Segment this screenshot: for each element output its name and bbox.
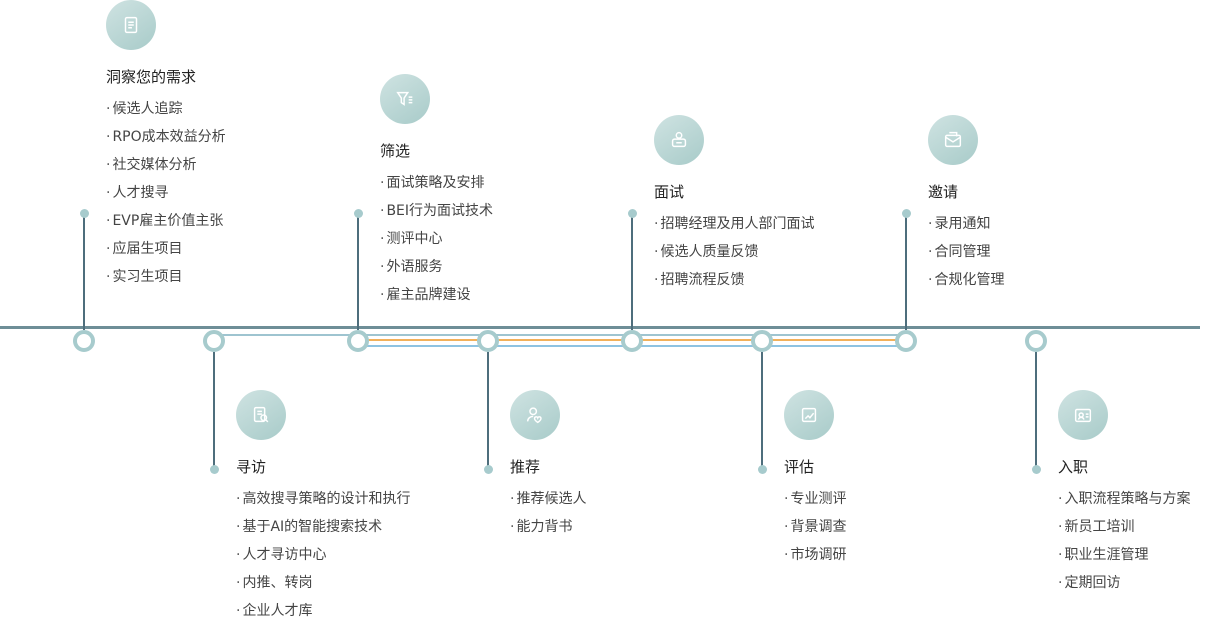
stage-title: 入职 bbox=[1058, 458, 1089, 476]
connector-line bbox=[213, 352, 215, 468]
list-item: 市场调研 bbox=[784, 541, 846, 569]
envelope-icon bbox=[928, 115, 978, 165]
list-item: 社交媒体分析 bbox=[106, 151, 226, 179]
list-item: BEI行为面试技术 bbox=[380, 197, 493, 225]
stage-item-list: 录用通知 合同管理 合规化管理 bbox=[928, 210, 1004, 294]
connector-dot bbox=[1032, 465, 1041, 474]
timeline-node bbox=[621, 330, 643, 352]
stage-item-list: 候选人追踪 RPO成本效益分析 社交媒体分析 人才搜寻 EVP雇主价值主张 应届… bbox=[106, 95, 226, 291]
list-item: 候选人追踪 bbox=[106, 95, 226, 123]
timeline-node bbox=[1025, 330, 1047, 352]
stage-onboarding: 入职 入职流程策略与方案 新员工培训 职业生涯管理 定期回访 bbox=[1058, 390, 1190, 597]
connector-dot bbox=[902, 209, 911, 218]
list-item: 入职流程策略与方案 bbox=[1058, 485, 1190, 513]
filter-icon bbox=[380, 74, 430, 124]
list-item: 招聘经理及用人部门面试 bbox=[654, 210, 814, 238]
list-item: 企业人才库 bbox=[236, 597, 410, 625]
connector-dot bbox=[210, 465, 219, 474]
list-item: 推荐候选人 bbox=[510, 485, 586, 513]
timeline-main-line bbox=[0, 326, 1200, 329]
timeline-band-teal bbox=[214, 334, 906, 336]
stage-title: 邀请 bbox=[928, 183, 959, 201]
list-item: 专业测评 bbox=[784, 485, 846, 513]
list-item: 面试策略及安排 bbox=[380, 169, 493, 197]
stage-item-list: 招聘经理及用人部门面试 候选人质量反馈 招聘流程反馈 bbox=[654, 210, 814, 294]
stage-recommend: 推荐 推荐候选人 能力背书 bbox=[510, 390, 586, 541]
connector-dot bbox=[354, 209, 363, 218]
recommend-user-icon bbox=[510, 390, 560, 440]
list-item: 应届生项目 bbox=[106, 235, 226, 263]
stage-screening: 筛选 面试策略及安排 BEI行为面试技术 测评中心 外语服务 雇主品牌建设 bbox=[380, 74, 493, 309]
list-item: 招聘流程反馈 bbox=[654, 266, 814, 294]
list-item: 测评中心 bbox=[380, 225, 493, 253]
timeline-node bbox=[203, 330, 225, 352]
list-item: 定期回访 bbox=[1058, 569, 1190, 597]
id-card-icon bbox=[1058, 390, 1108, 440]
list-item: 内推、转岗 bbox=[236, 569, 410, 597]
stage-item-list: 入职流程策略与方案 新员工培训 职业生涯管理 定期回访 bbox=[1058, 485, 1190, 597]
connector-line bbox=[357, 214, 359, 330]
list-item: 高效搜寻策略的设计和执行 bbox=[236, 485, 410, 513]
list-item: 候选人质量反馈 bbox=[654, 238, 814, 266]
list-item: 基于AI的智能搜索技术 bbox=[236, 513, 410, 541]
stage-interview: 面试 招聘经理及用人部门面试 候选人质量反馈 招聘流程反馈 bbox=[654, 115, 814, 294]
interview-icon bbox=[654, 115, 704, 165]
connector-line bbox=[83, 214, 85, 330]
list-item: 背景调查 bbox=[784, 513, 846, 541]
list-item: 人才搜寻 bbox=[106, 179, 226, 207]
connector-dot bbox=[628, 209, 637, 218]
connector-line bbox=[631, 214, 633, 330]
stage-title: 洞察您的需求 bbox=[106, 68, 197, 86]
list-item: 合规化管理 bbox=[928, 266, 1004, 294]
list-item: 人才寻访中心 bbox=[236, 541, 410, 569]
list-item: EVP雇主价值主张 bbox=[106, 207, 226, 235]
list-item: 外语服务 bbox=[380, 253, 493, 281]
document-icon bbox=[106, 0, 156, 50]
timeline-node bbox=[477, 330, 499, 352]
timeline-node bbox=[73, 330, 95, 352]
stage-item-list: 专业测评 背景调查 市场调研 bbox=[784, 485, 846, 569]
stage-title: 推荐 bbox=[510, 458, 541, 476]
timeline-node bbox=[347, 330, 369, 352]
connector-dot bbox=[758, 465, 767, 474]
search-document-icon bbox=[236, 390, 286, 440]
stage-invite: 邀请 录用通知 合同管理 合规化管理 bbox=[928, 115, 1004, 294]
stage-item-list: 高效搜寻策略的设计和执行 基于AI的智能搜索技术 人才寻访中心 内推、转岗 企业… bbox=[236, 485, 410, 625]
stage-title: 筛选 bbox=[380, 142, 411, 160]
stage-title: 评估 bbox=[784, 458, 815, 476]
stage-title: 面试 bbox=[654, 183, 685, 201]
stage-evaluate: 评估 专业测评 背景调查 市场调研 bbox=[784, 390, 846, 569]
list-item: 能力背书 bbox=[510, 513, 586, 541]
connector-line bbox=[905, 214, 907, 330]
connector-dot bbox=[484, 465, 493, 474]
connector-line bbox=[1035, 352, 1037, 468]
timeline-node bbox=[751, 330, 773, 352]
evaluate-icon bbox=[784, 390, 834, 440]
stage-sourcing: 寻访 高效搜寻策略的设计和执行 基于AI的智能搜索技术 人才寻访中心 内推、转岗… bbox=[236, 390, 410, 625]
connector-line bbox=[761, 352, 763, 468]
stage-item-list: 推荐候选人 能力背书 bbox=[510, 485, 586, 541]
list-item: 新员工培训 bbox=[1058, 513, 1190, 541]
list-item: RPO成本效益分析 bbox=[106, 123, 225, 151]
timeline-node bbox=[895, 330, 917, 352]
list-item: 合同管理 bbox=[928, 238, 1004, 266]
list-item: 雇主品牌建设 bbox=[380, 281, 493, 309]
connector-dot bbox=[80, 209, 89, 218]
list-item: 录用通知 bbox=[928, 210, 1004, 238]
stage-item-list: 面试策略及安排 BEI行为面试技术 测评中心 外语服务 雇主品牌建设 bbox=[380, 169, 493, 309]
connector-line bbox=[487, 352, 489, 468]
list-item: 实习生项目 bbox=[106, 263, 226, 291]
stage-title: 寻访 bbox=[236, 458, 267, 476]
stage-insight: 洞察您的需求 候选人追踪 RPO成本效益分析 社交媒体分析 人才搜寻 EVP雇主… bbox=[106, 0, 226, 291]
list-item: 职业生涯管理 bbox=[1058, 541, 1190, 569]
